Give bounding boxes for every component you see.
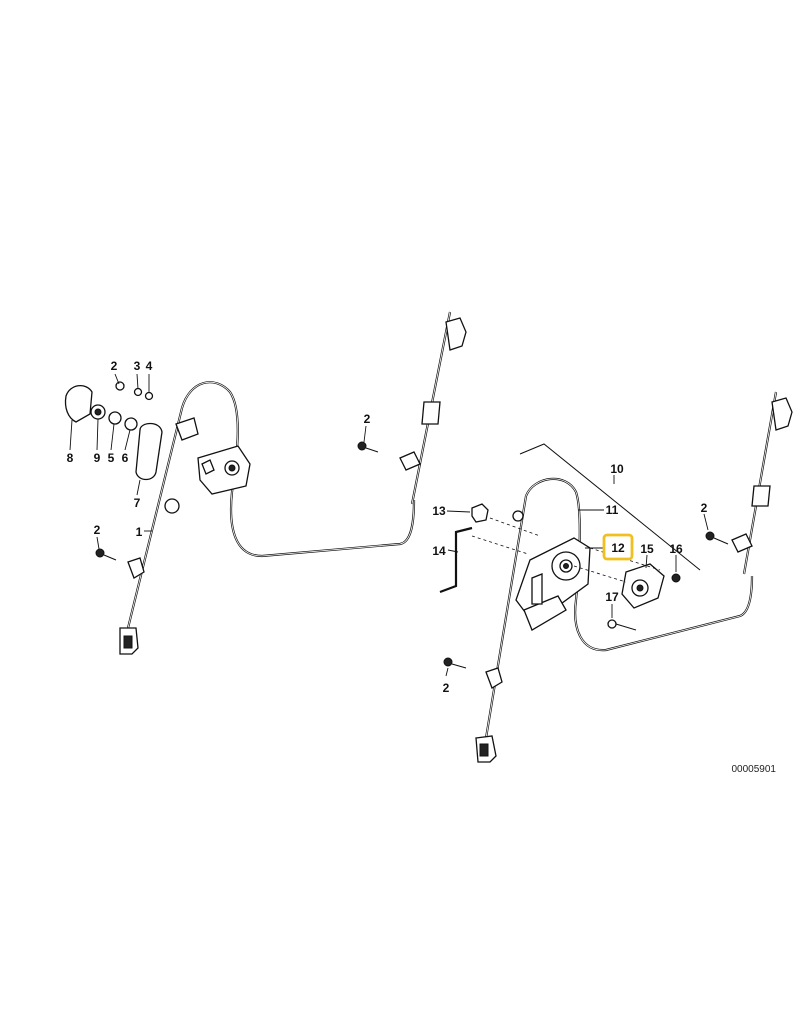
window-motor <box>515 537 591 631</box>
callout-1: 1 <box>136 525 143 539</box>
document-id: 00005901 <box>732 764 777 775</box>
washer-5 <box>108 411 122 425</box>
cover-7 <box>135 422 163 481</box>
callout-2-right-lower: 2 <box>443 681 450 695</box>
callout-2-right-upper: 2 <box>701 501 708 515</box>
callout-12-highlighted[interactable]: 12 <box>611 541 625 555</box>
callout-4: 4 <box>146 359 153 373</box>
callout-6: 6 <box>122 451 129 465</box>
right-screws <box>443 531 729 669</box>
crank-rod-14 <box>439 526 473 594</box>
callout-2-upper: 2 <box>364 412 371 426</box>
assembly-bracket-10 <box>519 443 701 571</box>
right-cable-loop <box>524 477 754 652</box>
crank-handle <box>64 385 93 423</box>
callout-11: 11 <box>606 503 619 517</box>
right-regulator-assembly: 10 11 13 12 15 16 14 17 2 2 <box>432 391 793 763</box>
right-rear-guide-rail <box>731 391 793 575</box>
right-front-guide-rail <box>475 495 528 763</box>
callout-5: 5 <box>108 451 115 465</box>
right-leaders <box>445 475 709 677</box>
left-gearbox <box>175 417 251 495</box>
nut-3 <box>133 387 143 397</box>
nut-13 <box>471 503 489 523</box>
callout-7: 7 <box>134 496 141 510</box>
left-screws <box>95 441 379 561</box>
bushing-6 <box>124 417 138 431</box>
drive-pinion-15 <box>621 563 665 609</box>
callout-15: 15 <box>640 542 654 556</box>
crank-handle-parts <box>64 381 180 514</box>
callout-2-screw: 2 <box>111 359 118 373</box>
callout-9: 9 <box>94 451 101 465</box>
left-front-guide-rail <box>119 407 184 655</box>
callout-3: 3 <box>134 359 141 373</box>
callout-10: 10 <box>610 462 624 476</box>
left-regulator-assembly: 2 3 4 8 9 5 6 7 1 2 2 <box>64 311 467 655</box>
callout-8: 8 <box>67 451 74 465</box>
callout-16: 16 <box>669 542 683 556</box>
left-rear-guide-rail <box>399 311 467 505</box>
left-cable-loop <box>180 381 416 558</box>
roller <box>164 498 180 514</box>
callout-14: 14 <box>432 544 446 558</box>
callout-2-lower-left: 2 <box>94 523 101 537</box>
washer-4 <box>144 391 154 401</box>
screw-head-2 <box>115 381 125 391</box>
left-leaders <box>69 373 367 550</box>
callout-17: 17 <box>605 590 619 604</box>
callout-13: 13 <box>432 504 446 518</box>
highlight-box-12 <box>602 533 634 561</box>
